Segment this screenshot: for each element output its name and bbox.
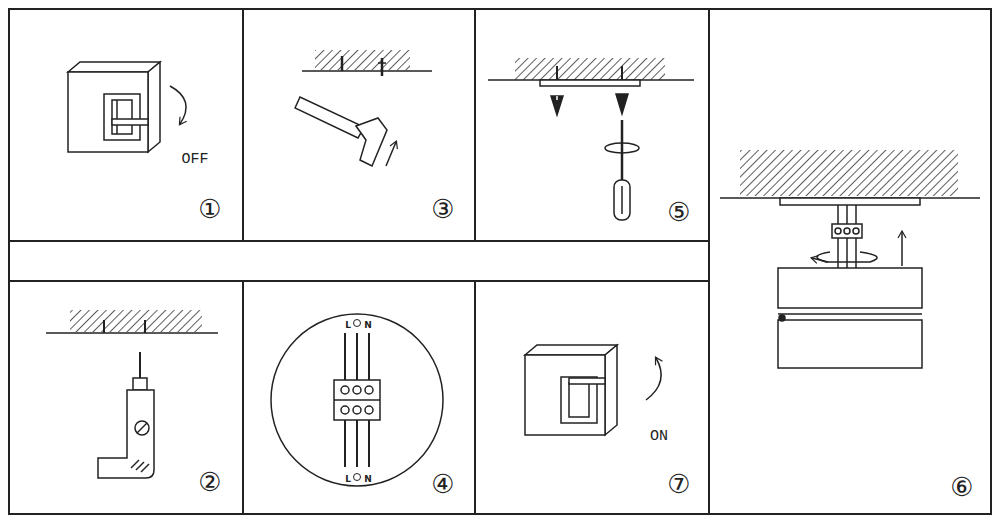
callout-number: ⑤ bbox=[667, 199, 690, 225]
switch-state: ON bbox=[650, 429, 668, 444]
callout-number: ③ bbox=[431, 196, 454, 222]
step-panel: ON ⑦ bbox=[474, 280, 710, 515]
screwdriver-step bbox=[488, 58, 694, 220]
drill-step bbox=[46, 310, 218, 478]
wall-switch-off bbox=[68, 62, 186, 152]
step-panel: ⑥ bbox=[708, 8, 992, 515]
callout-number: ⑦ bbox=[667, 471, 690, 497]
callout-number: ④ bbox=[431, 471, 454, 497]
step-panel: OFF ① bbox=[8, 8, 244, 242]
callout-number: ⑥ bbox=[950, 474, 973, 500]
step-panel: ③ bbox=[242, 8, 476, 242]
hammer-step bbox=[295, 50, 432, 166]
step-panel: L N L N ④ bbox=[242, 280, 476, 515]
callout-number: ② bbox=[198, 469, 221, 495]
terminal-detail bbox=[271, 314, 443, 486]
step-panel: ② bbox=[8, 280, 244, 515]
frame-line bbox=[8, 240, 10, 282]
step-panel: ⑤ bbox=[474, 8, 710, 242]
terminal-letter: N bbox=[364, 321, 372, 330]
lamp-mounting bbox=[720, 150, 980, 368]
switch-state: OFF bbox=[181, 152, 208, 167]
terminal-letter: L bbox=[345, 475, 351, 484]
detail-circle: L N L N bbox=[272, 315, 446, 489]
callout-number: ① bbox=[198, 196, 221, 222]
wall-switch-on bbox=[525, 345, 661, 435]
terminal-letter: L bbox=[345, 321, 351, 330]
terminal-letter: N bbox=[364, 475, 372, 484]
